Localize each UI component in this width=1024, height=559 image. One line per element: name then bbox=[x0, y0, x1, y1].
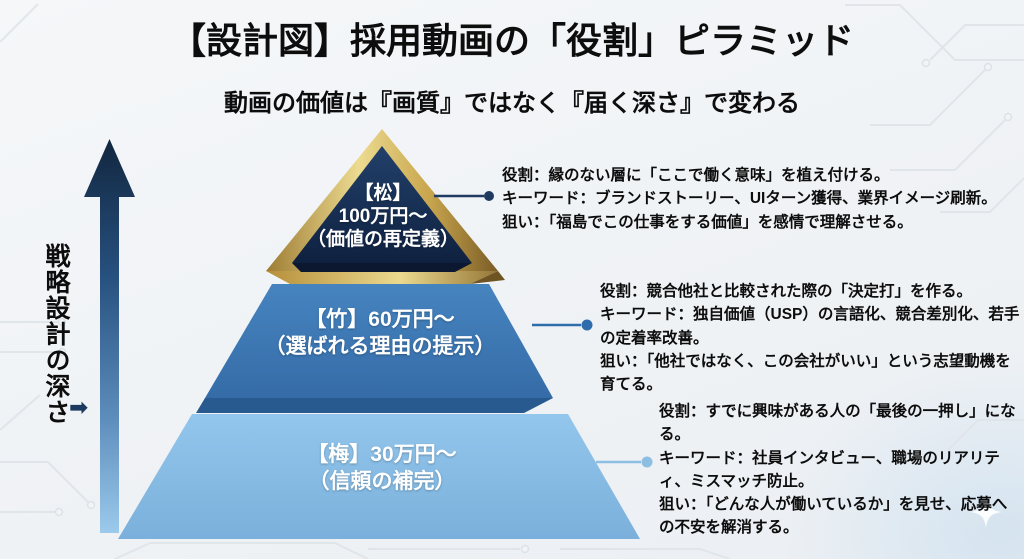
annotation-aim: 狙い：「どんな人が働いているか」を見せ、応募への不安を解消する。 bbox=[659, 496, 1008, 537]
tier-matsu-sub: （価値の再定義） bbox=[306, 229, 459, 250]
tier-ume-sub: （信頼の補完） bbox=[308, 470, 456, 493]
depth-axis-label: 戦略設計の深さ bbox=[42, 243, 70, 425]
circuit-traces bbox=[0, 3, 1024, 559]
annotation-role: 役割：競合他社と比較された際の「決定打」を作る。 bbox=[600, 283, 973, 300]
connector-dot bbox=[641, 456, 653, 468]
tier-ume-label: 【梅】30万円〜 （信頼の補完） bbox=[207, 441, 557, 495]
tier-take-price: 【竹】60万円〜 bbox=[305, 308, 455, 331]
annotation-keyword: キーワード：独自価値（USP）の言語化、競合差別化、若手の定着率改善。 bbox=[600, 306, 1020, 347]
connector-dot bbox=[484, 191, 494, 201]
tier-matsu-gold-fold bbox=[266, 271, 498, 284]
page-subtitle: 動画の価値は『画質』ではなく『届く深さ』で変わる bbox=[224, 90, 800, 117]
tier-take-fold bbox=[196, 398, 553, 413]
annotation-keyword: キーワード：社員インタビュー、職場のリアリティ、ミスマッチ防止。 bbox=[659, 449, 1000, 490]
page-title: 【設計図】採用動画の「役割」ピラミッド bbox=[169, 20, 854, 61]
tier-take-label: 【竹】60万円〜 （選ばれる理由の提示） bbox=[205, 306, 555, 360]
depth-axis-arrow bbox=[84, 139, 135, 533]
tier-matsu-shadow-fold bbox=[292, 263, 472, 272]
annotation-take: 役割：競合他社と比較された際の「決定打」を作る。 キーワード：独自価値（USP）… bbox=[600, 280, 1024, 396]
annotation-matsu: 役割：縁のない層に「ここで働く意味」を植え付ける。 キーワード：ブランドストーリ… bbox=[502, 164, 1020, 234]
tier-ume-price: 【梅】30万円〜 bbox=[307, 443, 457, 466]
connector-dot bbox=[581, 319, 593, 331]
tier-matsu-shape bbox=[292, 146, 472, 263]
annotation-keyword: キーワード：ブランドストーリー、UIターン獲得、業界イメージ刷新。 bbox=[502, 190, 997, 208]
annotation-ume: 役割：すでに興味がある人の「最後の一押し」になる。 キーワード：社員インタビュー… bbox=[659, 400, 1019, 540]
connector-take bbox=[532, 319, 593, 331]
tier-matsu-bronze-tip bbox=[470, 271, 505, 284]
connector-matsu bbox=[434, 191, 494, 201]
corner-tint bbox=[780, 360, 1024, 559]
annotation-role: 役割：縁のない層に「ここで働く意味」を植え付ける。 bbox=[502, 167, 890, 184]
circuit-nodes bbox=[54, 58, 1013, 554]
tier-ume-shape bbox=[118, 414, 640, 539]
connector-ume bbox=[596, 456, 653, 468]
tier-matsu-price: 100万円〜 bbox=[338, 206, 428, 227]
tier-matsu-label: 【松】 100万円〜 （価値の再定義） bbox=[283, 182, 483, 251]
tier-take-sub: （選ばれる理由の提示） bbox=[264, 335, 496, 358]
tier-take-shape bbox=[205, 284, 553, 398]
annotation-aim: 狙い：「福島でこの仕事をする価値」を感情で理解させる。 bbox=[502, 213, 913, 231]
sparkle-icon bbox=[970, 496, 1002, 528]
annotation-role: 役割：すでに興味がある人の「最後の一押し」になる。 bbox=[659, 403, 1016, 444]
tier-matsu-name: 【松】 bbox=[354, 183, 412, 204]
annotation-aim: 狙い：「他社ではなく、この会社がいい」という志望動機を育てる。 bbox=[600, 352, 1011, 393]
axis-pointer-icon: ➡ bbox=[69, 394, 89, 420]
